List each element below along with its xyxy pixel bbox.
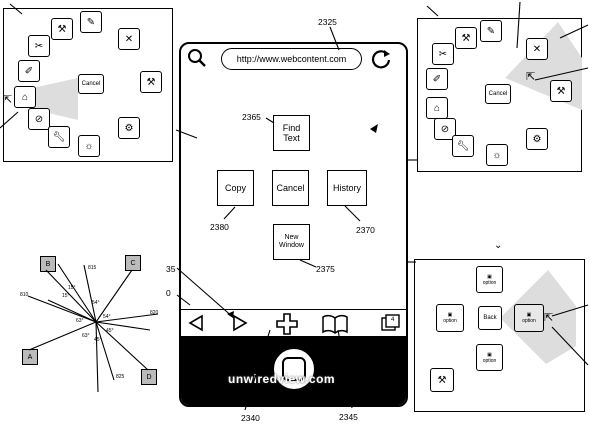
tab-count: 4 xyxy=(391,317,395,323)
cursor-arrow-icon: ⇱ xyxy=(3,94,13,106)
pen-icon[interactable]: ✐ xyxy=(18,60,40,82)
target-c-label: C xyxy=(130,259,136,267)
right-fire-icon[interactable]: ☼ xyxy=(486,144,508,166)
url-field[interactable]: http://www.webcontent.com xyxy=(221,48,362,70)
label-2365: 2365 xyxy=(242,112,261,122)
label-2370: 2370 xyxy=(356,225,375,235)
angle-label-3: 54° xyxy=(92,300,100,306)
hammer-icon[interactable]: ⚒ xyxy=(140,71,162,93)
label-2340: 2340 xyxy=(241,413,260,423)
settings-icon[interactable]: ✕ xyxy=(118,28,140,50)
option-hammer-icon[interactable]: ⚒ xyxy=(430,368,454,392)
right-stop-icon[interactable]: ⊘ xyxy=(434,118,456,140)
angle-label-8: 45° xyxy=(94,337,102,343)
watermark: unwiredview.com xyxy=(228,372,336,386)
cancel-label: Cancel xyxy=(276,182,305,193)
home-button[interactable] xyxy=(272,347,316,391)
house-icon[interactable]: ⌂ xyxy=(14,86,36,108)
label-2325: 2325 xyxy=(318,17,337,27)
label-2345: 2345 xyxy=(339,412,358,422)
left-wheel-cancel-label: Cancel xyxy=(81,81,101,87)
option-left-label: option xyxy=(443,318,457,324)
new-window-button[interactable]: New Window xyxy=(273,224,310,260)
target-c: C xyxy=(125,255,141,271)
paint-icon[interactable]: ✎ xyxy=(80,11,102,33)
option-back-button[interactable]: Back xyxy=(478,306,502,330)
book-icon[interactable] xyxy=(322,314,348,334)
cancel-button[interactable]: Cancel xyxy=(272,170,309,206)
right-wheel-cancel-button[interactable]: Cancel xyxy=(485,84,511,104)
tools-icon[interactable]: ⚒ xyxy=(51,18,73,40)
code-815: 815 xyxy=(88,265,97,271)
search-icon[interactable] xyxy=(187,48,207,68)
chevron-down-icon: ⌄ xyxy=(494,240,503,251)
label-2380: 2380 xyxy=(210,222,229,232)
right-settings-icon[interactable]: ✕ xyxy=(526,38,548,60)
history-label: History xyxy=(332,182,361,193)
toolbar-divider xyxy=(181,309,406,310)
back-arrow-icon[interactable] xyxy=(186,313,206,333)
angle-label-6: 63° xyxy=(76,318,84,324)
fragment-label: 35 xyxy=(166,264,176,274)
pliers-icon[interactable]: ✂ xyxy=(28,35,50,57)
right-paint-icon[interactable]: ✎ xyxy=(480,20,502,42)
tabs-icon[interactable]: 4 xyxy=(381,314,401,332)
fragment-label-2: 0 xyxy=(166,288,171,298)
angle-label-7: 63° xyxy=(82,333,90,339)
right-cursor-arrow-icon: ⇱ xyxy=(526,71,536,83)
option-cursor-arrow-icon: ⇱ xyxy=(544,312,554,324)
label-2375: 2375 xyxy=(316,264,335,274)
option-bottom-label: option xyxy=(482,357,497,364)
angle-label-4: 54° xyxy=(103,314,111,320)
url-text: http://www.webcontent.com xyxy=(236,54,347,64)
target-d: D xyxy=(141,369,157,385)
option-right-label: option xyxy=(522,318,536,324)
angle-label-1: 15° xyxy=(68,285,76,291)
target-a-label: A xyxy=(27,353,33,361)
find-text-label: Find Text xyxy=(282,122,301,143)
new-window-label: New Window xyxy=(279,233,304,249)
history-button[interactable]: History xyxy=(327,170,367,206)
option-bottom-button[interactable]: ▣option xyxy=(476,344,503,371)
angle-label-5: 45° xyxy=(106,328,114,334)
find-text-button[interactable]: Find Text xyxy=(273,115,310,151)
right-hammer-icon[interactable]: ⚒ xyxy=(550,80,572,102)
gear-icon[interactable]: ⚙ xyxy=(118,117,140,139)
target-d-label: D xyxy=(146,373,152,381)
option-right-button[interactable]: ▣option xyxy=(514,304,544,332)
option-back-label: Back xyxy=(483,315,497,321)
wrench-icon[interactable]: 🔧︎ xyxy=(48,126,70,148)
angle-label-2: 15° xyxy=(62,293,70,299)
right-wheel-cancel-label: Cancel xyxy=(488,91,508,97)
option-top-button[interactable]: ▣option xyxy=(476,266,503,293)
home-button-square xyxy=(282,357,306,381)
right-wrench-icon[interactable]: 🔧︎ xyxy=(452,135,474,157)
stop-icon[interactable]: ⊘ xyxy=(28,108,50,130)
forward-arrow-icon[interactable] xyxy=(230,313,250,333)
reload-icon[interactable] xyxy=(370,48,392,70)
option-top-label: option xyxy=(482,279,497,286)
copy-button[interactable]: Copy xyxy=(217,170,254,206)
right-tools-icon[interactable]: ⚒ xyxy=(455,27,477,49)
copy-label: Copy xyxy=(224,182,246,193)
right-pliers-icon[interactable]: ✂ xyxy=(432,43,454,65)
right-gear-icon[interactable]: ⚙ xyxy=(526,128,548,150)
right-pen-icon[interactable]: ✐ xyxy=(426,68,448,90)
option-left-button[interactable]: ▣option xyxy=(436,304,464,332)
plus-icon[interactable] xyxy=(276,313,298,335)
left-wheel-cancel-button[interactable]: Cancel xyxy=(78,74,104,94)
code-810: 810 xyxy=(20,292,29,298)
code-820: 820 xyxy=(150,310,159,316)
code-825: 825 xyxy=(116,374,125,380)
target-b-label: B xyxy=(45,260,51,268)
fire-icon[interactable]: ☼ xyxy=(78,135,100,157)
